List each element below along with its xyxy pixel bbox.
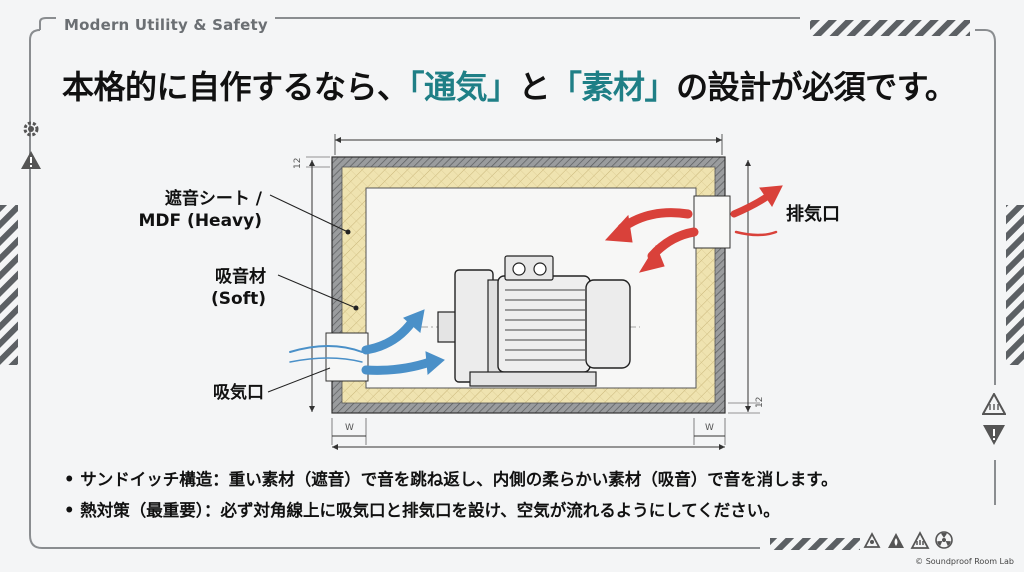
title-highlight-material: 「素材」 (550, 68, 677, 106)
label-sound-barrier-line2: MDF (Heavy) (138, 211, 263, 231)
dim-width-right: W (705, 423, 714, 433)
battery-icon (910, 531, 930, 549)
heat-warning-icon (982, 393, 1006, 415)
label-absorber-line1: 吸音材 (215, 267, 266, 287)
label-sound-barrier: 遮音シート / MDF (Heavy) (139, 188, 263, 232)
exhaust-airflow-arrows (604, 185, 783, 273)
title-highlight-ventilation: 「通気」 (408, 68, 520, 106)
label-absorber: 吸音材 (Soft) (211, 266, 266, 310)
bullet-sandwich-structure: • サンドイッチ構造：重い素材（遮音）で音を跳ね返し、内側の柔らかい素材（吸音）… (64, 470, 838, 489)
label-intake: 吸気口 (213, 383, 264, 403)
dim-top-thickness: 12 (293, 158, 303, 169)
leader-sheet (269, 194, 349, 233)
page-title: 本格的に自作するなら、「通気」と「素材」の設計が必須です。 (62, 62, 957, 108)
copyright-text: © Soundproof Room Lab (915, 557, 1014, 566)
warning-icon (21, 151, 41, 169)
bullet-heat-measures: • 熱対策（最重要）：必ず対角線上に吸気口と排気口を設け、空気が流れるようにして… (64, 501, 780, 520)
title-part1: 本格的に自作するなら、 (62, 68, 409, 106)
footer-icons (862, 530, 954, 550)
gear-icon (23, 121, 39, 137)
flame-icon (888, 533, 904, 548)
label-exhaust: 排気口 (786, 204, 840, 225)
dim-bottom-thickness: 12 (755, 397, 765, 408)
motor-illustration (420, 255, 640, 387)
label-absorber-line2: (Soft) (211, 289, 266, 309)
exhaust-duct (693, 195, 731, 249)
tools-icon (863, 532, 881, 548)
leader-absorber (277, 274, 357, 309)
intake-airflow-arrows (289, 309, 445, 376)
hazard-icon (983, 425, 1005, 445)
title-part2: と (518, 68, 551, 106)
title-part3: の設計が必須です。 (676, 68, 957, 106)
radiation-icon (935, 531, 953, 549)
brand-label: Modern Utility & Safety (64, 16, 268, 34)
label-sound-barrier-line1: 遮音シート / (164, 189, 262, 209)
leader-intake (267, 367, 331, 393)
dim-width-left: W (345, 423, 354, 433)
intake-duct (325, 332, 369, 382)
